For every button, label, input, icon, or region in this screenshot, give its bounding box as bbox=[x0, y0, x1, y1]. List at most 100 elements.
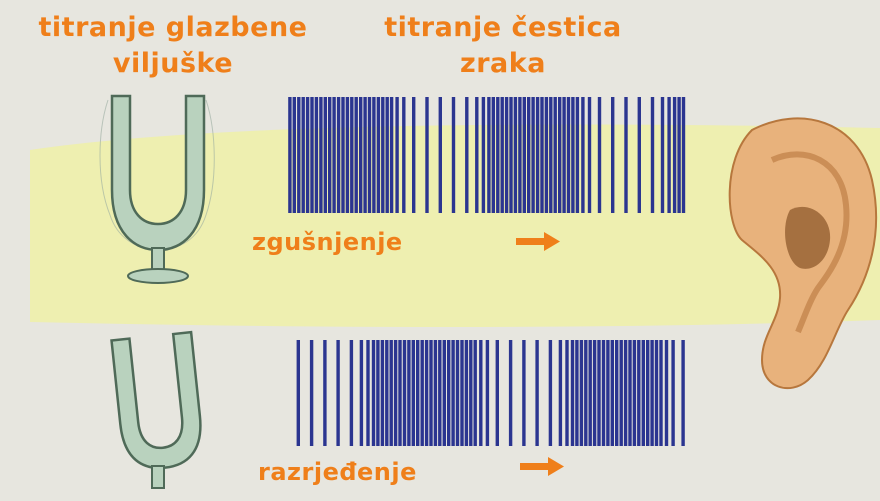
wave-bar bbox=[486, 340, 489, 446]
wave-bar bbox=[496, 97, 499, 213]
wave-bar bbox=[624, 340, 627, 446]
wave-bar bbox=[398, 340, 401, 446]
wave-bar bbox=[341, 97, 344, 213]
wave-bar bbox=[425, 340, 428, 446]
wave-bar bbox=[310, 97, 313, 213]
wave-bar bbox=[535, 340, 538, 446]
wave-bar bbox=[394, 340, 397, 446]
wave-bar bbox=[350, 97, 353, 213]
wave-bar bbox=[324, 97, 327, 213]
wave-bar bbox=[323, 340, 326, 446]
tuning-fork-title-line1: titranje glazbene bbox=[38, 10, 308, 46]
wave-bar bbox=[659, 340, 662, 446]
wave-bar bbox=[549, 340, 552, 446]
wave-bar bbox=[492, 97, 495, 213]
wave-bar bbox=[549, 97, 552, 213]
wave-bar bbox=[363, 97, 366, 213]
wave-bar bbox=[407, 340, 410, 446]
wave-bar bbox=[368, 97, 371, 213]
compression-label: zgušnjenje bbox=[252, 228, 403, 256]
wave-bar bbox=[518, 97, 521, 213]
wave-bar bbox=[487, 97, 490, 213]
wave-bar bbox=[567, 97, 570, 213]
wave-bar bbox=[421, 340, 424, 446]
wave-bar bbox=[565, 340, 568, 446]
wave-bar bbox=[412, 97, 415, 213]
wave-bar bbox=[425, 97, 428, 213]
wave-bar bbox=[496, 340, 499, 446]
wave-bar bbox=[366, 340, 369, 446]
air-particles-title-line2: zraka bbox=[378, 46, 628, 82]
wave-bar bbox=[390, 340, 393, 446]
wave-bar bbox=[575, 340, 578, 446]
wave-bar bbox=[332, 97, 335, 213]
wave-bar bbox=[651, 97, 654, 213]
wave-bar bbox=[624, 97, 627, 213]
wave-bar bbox=[545, 97, 548, 213]
wave-bar bbox=[328, 97, 331, 213]
wave-bar bbox=[523, 97, 526, 213]
wave-bar bbox=[482, 97, 485, 213]
wave-bar bbox=[638, 97, 641, 213]
wave-bar bbox=[611, 97, 614, 213]
wave-bar bbox=[671, 340, 674, 446]
wave-bar bbox=[637, 340, 640, 446]
wave-bar bbox=[465, 97, 468, 213]
wave-bar bbox=[571, 340, 574, 446]
wave-bar bbox=[681, 340, 684, 446]
wave-bar bbox=[593, 340, 596, 446]
wave-bar bbox=[581, 97, 584, 213]
wave-bar bbox=[588, 97, 591, 213]
tuning-fork-title: titranje glazbene viljuške bbox=[38, 10, 308, 82]
wave-bar bbox=[628, 340, 631, 446]
wave-bar bbox=[474, 340, 477, 446]
air-particles-title: titranje čestica zraka bbox=[378, 10, 628, 82]
wave-bar bbox=[385, 340, 388, 446]
wave-bar bbox=[297, 340, 300, 446]
wave-bar bbox=[337, 97, 340, 213]
wave-bar bbox=[315, 97, 318, 213]
wave-bar bbox=[615, 340, 618, 446]
wave-bar bbox=[438, 340, 441, 446]
wave-bar bbox=[452, 97, 455, 213]
wave-bar bbox=[646, 340, 649, 446]
wave-bar bbox=[536, 97, 539, 213]
wave-bar bbox=[559, 340, 562, 446]
wave-bar bbox=[372, 340, 375, 446]
wave-bar bbox=[377, 97, 380, 213]
wave-bar bbox=[509, 340, 512, 446]
wave-bar bbox=[447, 340, 450, 446]
wave-bar bbox=[475, 97, 478, 213]
wave-bar bbox=[297, 97, 300, 213]
wave-bar bbox=[355, 97, 358, 213]
wave-bar bbox=[456, 340, 459, 446]
wave-bar bbox=[390, 97, 393, 213]
rarefaction-label: razrjeđenje bbox=[258, 458, 417, 486]
wave-bar bbox=[673, 97, 676, 213]
air-particles-title-line1: titranje čestica bbox=[378, 10, 628, 46]
wave-bar bbox=[611, 340, 614, 446]
wave-bar bbox=[434, 340, 437, 446]
wave-bar bbox=[531, 97, 534, 213]
wave-bar bbox=[576, 97, 579, 213]
wave-bar bbox=[346, 97, 349, 213]
wave-bar bbox=[465, 340, 468, 446]
wave-bar bbox=[540, 97, 543, 213]
wave-bar bbox=[302, 97, 305, 213]
wave-bar bbox=[514, 97, 517, 213]
wave-bar bbox=[642, 340, 645, 446]
wave-bar bbox=[589, 340, 592, 446]
wave-bar bbox=[443, 340, 446, 446]
wave-bar bbox=[571, 97, 574, 213]
wave-bar bbox=[620, 340, 623, 446]
wave-bar bbox=[288, 97, 291, 213]
wave-bar bbox=[584, 340, 587, 446]
wave-bar bbox=[682, 97, 685, 213]
wave-bar bbox=[501, 97, 504, 213]
wave-bar bbox=[381, 340, 384, 446]
wave-bar bbox=[412, 340, 415, 446]
wave-bar bbox=[562, 97, 565, 213]
wave-bar bbox=[665, 340, 668, 446]
wave-bar bbox=[359, 97, 362, 213]
